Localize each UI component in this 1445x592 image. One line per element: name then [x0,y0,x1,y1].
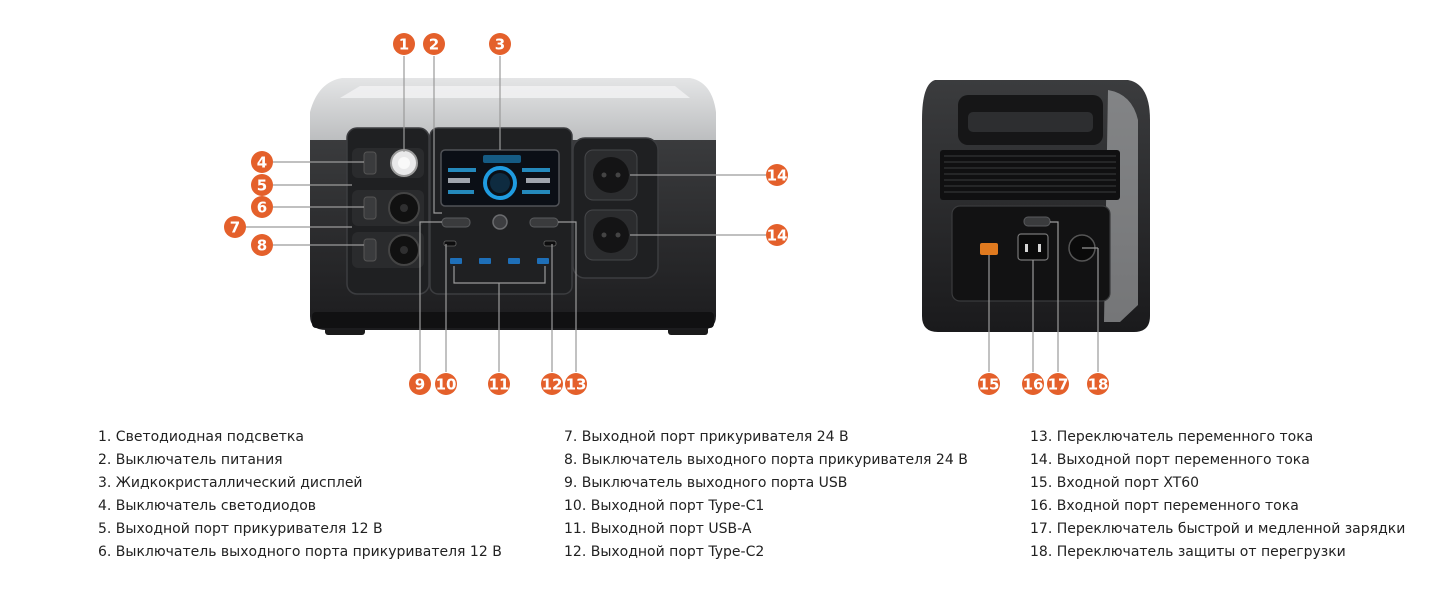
callout-badge: 11 [488,373,510,395]
callout-badge: 8 [251,234,273,256]
callout-badge: 14 [766,164,788,186]
legend-item: 11. Выходной порт USB-A [564,521,752,537]
front-device [310,78,716,335]
legend-item: 12. Выходной порт Type-C2 [564,544,765,560]
svg-text:14: 14 [767,167,788,185]
legend-item: 13. Переключатель переменного тока [1030,429,1314,445]
svg-text:5: 5 [257,177,267,195]
svg-text:4: 4 [257,154,267,172]
lcd-display-graphic [440,149,560,207]
legend-item: 10. Выходной порт Type-C1 [564,498,765,514]
callout-badge: 14 [766,224,788,246]
callout-badge: 2 [423,33,445,55]
legend-item: 2. Выключатель питания [98,452,283,468]
legend-item: 1. Светодиодная подсветка [98,429,304,445]
svg-text:15: 15 [979,376,1000,394]
legend-item: 18. Переключатель защиты от перегрузки [1030,544,1346,560]
callout-lines [246,56,1099,372]
svg-text:1: 1 [399,36,409,54]
callout-badge: 6 [251,196,273,218]
svg-text:2: 2 [429,36,439,54]
svg-text:3: 3 [495,36,505,54]
legend-item: 6. Выключатель выходного порта прикурива… [98,544,502,560]
svg-text:12: 12 [542,376,563,394]
legend-item: 3. Жидкокристаллический дисплей [98,475,363,491]
svg-text:7: 7 [230,219,240,237]
legend-item: 9. Выключатель выходного порта USB [564,475,848,491]
callout-badge: 10 [435,373,457,395]
svg-text:11: 11 [489,376,510,394]
callout-badge: 1 [393,33,415,55]
legend-item: 7. Выходной порт прикуривателя 24 В [564,429,849,445]
svg-text:13: 13 [566,376,587,394]
svg-text:14: 14 [767,227,788,245]
legend-item: 16. Входной порт переменного тока [1030,498,1299,514]
svg-text:16: 16 [1023,376,1044,394]
legend-column-3: 13. Переключатель переменного тока 14. В… [1030,426,1405,564]
callout-badge: 16 [1022,373,1044,395]
callout-badge: 3 [489,33,511,55]
legend-item: 8. Выключатель выходного порта прикурива… [564,452,968,468]
legend-item: 4. Выключатель светодиодов [98,498,317,514]
callout-badge: 13 [565,373,587,395]
callout-badge: 9 [409,373,431,395]
legend-item: 17. Переключатель быстрой и медленной за… [1030,521,1406,537]
svg-text:8: 8 [257,237,267,255]
callout-badge: 17 [1047,373,1069,395]
svg-text:18: 18 [1088,376,1109,394]
svg-text:17: 17 [1048,376,1069,394]
callout-badge: 18 [1087,373,1109,395]
legend-item: 14. Выходной порт переменного тока [1030,452,1310,468]
legend-column-1: 1. Светодиодная подсветка 2. Выключатель… [98,426,502,564]
callout-badge: 5 [251,174,273,196]
callout-badges: 1 2 3 4 5 6 7 8 9 10 11 12 13 14 14 15 1… [224,33,1109,395]
svg-text:10: 10 [436,376,457,394]
legend-column-2: 7. Выходной порт прикуривателя 24 В 8. В… [564,426,968,564]
callout-badge: 15 [978,373,1000,395]
callout-badge: 4 [251,151,273,173]
svg-text:6: 6 [257,199,267,217]
product-figure: 1 2 3 4 5 6 7 8 9 10 11 12 13 14 14 15 1… [224,33,1150,395]
callout-badge: 12 [541,373,563,395]
legend-item: 15. Входной порт XT60 [1030,475,1200,491]
callout-badge: 7 [224,216,246,238]
rear-device [922,80,1150,332]
legend-item: 5. Выходной порт прикуривателя 12 В [98,521,383,537]
svg-text:9: 9 [415,376,425,394]
